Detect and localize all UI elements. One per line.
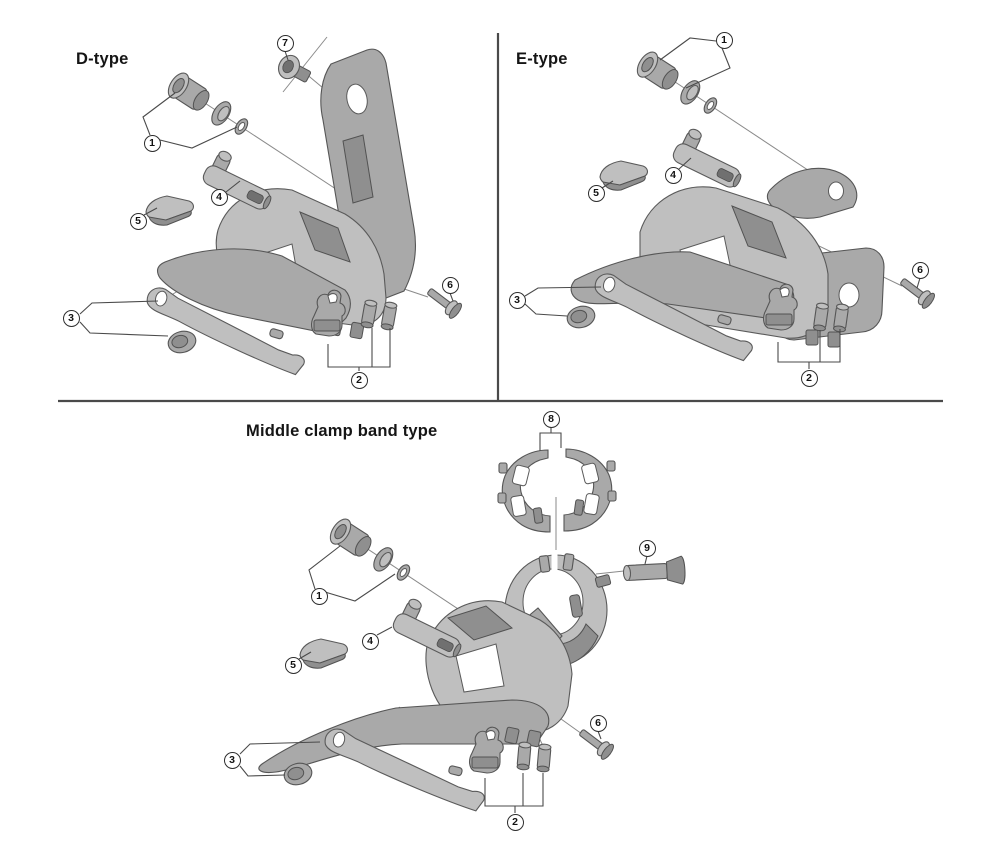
callout-d_type-1: 1 xyxy=(143,134,161,152)
callout-d_type-4: 4 xyxy=(210,188,228,206)
callout-middle-1: 1 xyxy=(310,587,328,605)
callout-e_type-6: 6 xyxy=(911,261,929,279)
callout-middle-8: 8 xyxy=(542,410,560,428)
section-divider-lines xyxy=(58,33,943,403)
callout-d_type-5: 5 xyxy=(129,212,147,230)
callout-e_type-1: 1 xyxy=(715,31,733,49)
d-type-exploded-view xyxy=(79,48,465,377)
e-type-callout-leader-lines xyxy=(524,37,921,369)
callout-e_type-4: 4 xyxy=(664,166,682,184)
callout-e_type-3: 3 xyxy=(508,291,526,309)
d-fixing-bolt xyxy=(273,51,315,89)
callout-d_type-3: 3 xyxy=(62,309,80,327)
m-clamp-bolt xyxy=(622,555,687,588)
callout-d_type-7: 7 xyxy=(276,34,294,52)
d-type-derailleur-body xyxy=(156,48,417,340)
m-spacer-pin-2 xyxy=(536,743,552,773)
e-support-bolt xyxy=(670,124,752,191)
callout-d_type-2: 2 xyxy=(350,371,368,389)
e-adjust-screw xyxy=(896,273,938,311)
callout-middle-5: 5 xyxy=(284,656,302,674)
callout-middle-2: 2 xyxy=(506,813,524,831)
callout-middle-9: 9 xyxy=(638,539,656,557)
middle-clamp-band-exploded-view xyxy=(239,427,687,813)
e-cap xyxy=(599,160,649,191)
middle-type-derailleur-body xyxy=(258,600,573,774)
d-type-callout-leader-lines xyxy=(79,50,454,371)
e-arm-bolt xyxy=(564,302,598,332)
section-title-middle-clamp-band: Middle clamp band type xyxy=(246,422,438,440)
callout-middle-3: 3 xyxy=(223,751,241,769)
section-title-d-type: D-type xyxy=(76,50,129,68)
callout-e_type-2: 2 xyxy=(800,369,818,387)
callout-d_type-6: 6 xyxy=(441,276,459,294)
callout-middle-4: 4 xyxy=(361,632,379,650)
clamp-band-halves xyxy=(497,448,617,533)
m-spacer-pin-1 xyxy=(516,741,532,771)
middle-callout-leader-lines xyxy=(239,427,648,813)
section-title-e-type: E-type xyxy=(516,50,568,68)
e-type-exploded-view xyxy=(524,37,938,369)
callout-e_type-5: 5 xyxy=(587,184,605,202)
callout-middle-6: 6 xyxy=(589,714,607,732)
m-cap xyxy=(299,638,349,669)
d-arm-bolt xyxy=(165,327,199,357)
